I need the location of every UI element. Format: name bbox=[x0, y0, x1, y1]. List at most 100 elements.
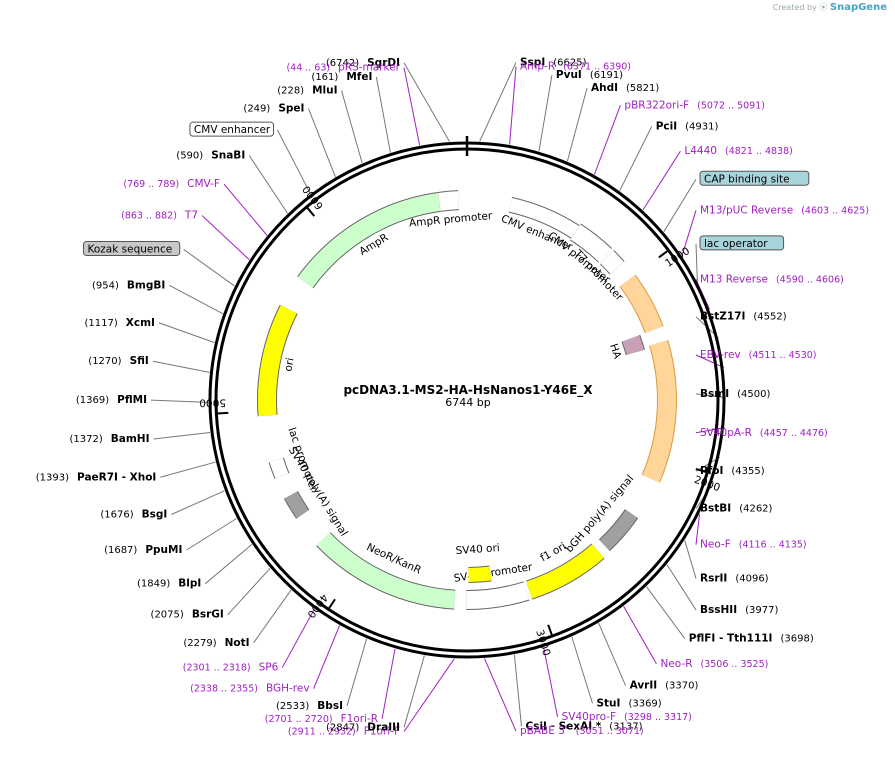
site-label-box-blue[interactable]: CAP binding site bbox=[699, 170, 810, 186]
site-label-primer[interactable]: Amp-R(6371 .. 6390) bbox=[520, 61, 631, 73]
site-name: SnaBI bbox=[211, 149, 245, 161]
feature-ms2[interactable] bbox=[620, 275, 663, 333]
site-label-box-gray[interactable]: Kozak sequence bbox=[83, 240, 181, 256]
site-label-enzyme[interactable]: (6742)SgrDI bbox=[326, 57, 400, 69]
site-text: (2338 .. 2355)BGH-rev bbox=[190, 683, 309, 695]
feature-lac-promoter[interactable] bbox=[269, 458, 289, 479]
site-label-primer[interactable]: (44 .. 63)pRS-marker bbox=[286, 62, 400, 74]
site-label-primer[interactable]: M13/pUC Reverse(4603 .. 4625) bbox=[700, 204, 869, 216]
site-label-enzyme[interactable]: BssHII(3977) bbox=[700, 604, 778, 616]
feature-cmv-enhancer[interactable] bbox=[508, 197, 580, 238]
site-label-enzyme[interactable]: (1270)SfiI bbox=[88, 355, 149, 367]
site-label-enzyme[interactable]: BstZ17I(4552) bbox=[700, 311, 787, 323]
site-position: (4552) bbox=[753, 312, 786, 323]
site-label-enzyme[interactable]: PvuI(6191) bbox=[556, 69, 623, 81]
site-label-primer[interactable]: (2338 .. 2355)BGH-rev bbox=[190, 683, 309, 695]
site-label-primer[interactable]: M13 Reverse(4590 .. 4606) bbox=[700, 273, 844, 285]
site-label-primer[interactable]: (2911 .. 2932)F1ori-F bbox=[288, 726, 400, 738]
feature-ampr-promoter[interactable] bbox=[438, 191, 460, 211]
snapgene-credit: Created by ⦿ SnapGene bbox=[773, 2, 887, 13]
site-label-primer[interactable]: EBV-rev(4511 .. 4530) bbox=[700, 349, 817, 361]
site-label-primer[interactable]: (2701 .. 2720)F1ori-R bbox=[265, 713, 378, 725]
leader-line bbox=[666, 564, 697, 611]
site-text: (1372)BamHI bbox=[70, 433, 150, 445]
site-label-enzyme[interactable]: StuI(3369) bbox=[596, 697, 661, 709]
site-label-enzyme[interactable]: (1369)PflMI bbox=[76, 394, 147, 406]
feature-hsnanos1[interactable] bbox=[642, 340, 676, 483]
feature-sv40-ori[interactable] bbox=[468, 566, 492, 582]
site-position: (1372) bbox=[70, 434, 103, 445]
site-label-primer[interactable]: pBABE 3'(3051 .. 3071) bbox=[520, 725, 644, 737]
site-label-box-blue[interactable]: lac operator bbox=[699, 235, 785, 251]
feature-name: lac operator bbox=[704, 238, 768, 250]
site-label-enzyme[interactable]: CsiI - SexAI *(3137) bbox=[525, 720, 642, 732]
site-label-enzyme[interactable]: PciI(4931) bbox=[656, 120, 719, 132]
feature-f1-ori[interactable] bbox=[526, 544, 604, 599]
site-position: (1393) bbox=[36, 472, 69, 483]
site-label-enzyme[interactable]: (1687)PpuMI bbox=[104, 544, 182, 556]
site-text: PfoI(4355) bbox=[700, 465, 765, 477]
site-label-enzyme[interactable]: (2279)NotI bbox=[183, 637, 249, 649]
site-label-enzyme[interactable]: SspI(6625) bbox=[520, 56, 587, 68]
site-label-enzyme[interactable]: (1393)PaeR7I - XhoI bbox=[36, 471, 157, 483]
site-position: (249) bbox=[243, 103, 270, 114]
site-text: (228)MluI bbox=[277, 85, 337, 97]
site-label-primer[interactable]: L4440(4821 .. 4838) bbox=[684, 145, 792, 157]
site-label-enzyme[interactable]: RsrII(4096) bbox=[700, 572, 769, 584]
site-label-enzyme[interactable]: (954)BmgBI bbox=[92, 279, 165, 291]
site-label-primer[interactable]: Neo-R(3506 .. 3525) bbox=[660, 658, 768, 670]
tick-mark bbox=[327, 598, 336, 610]
site-label-enzyme[interactable]: (1676)BsgI bbox=[100, 509, 167, 521]
site-label-enzyme[interactable]: (228)MluI bbox=[277, 85, 337, 97]
site-position: (4355) bbox=[731, 466, 764, 477]
site-name: CsiI - SexAI * bbox=[525, 720, 601, 732]
site-label-primer[interactable]: pBR322ori-F(5072 .. 5091) bbox=[624, 99, 765, 111]
site-label-box-white[interactable]: CMV enhancer bbox=[189, 121, 275, 137]
site-label-enzyme[interactable]: (2533)BbsI bbox=[276, 700, 343, 712]
site-label-primer[interactable]: SV40pro-F(3298 .. 3317) bbox=[562, 711, 692, 723]
site-label-enzyme[interactable]: AvrII(3370) bbox=[630, 680, 699, 692]
leader-line bbox=[403, 658, 455, 732]
leader-line bbox=[695, 514, 701, 545]
site-label-enzyme[interactable]: (249)SpeI bbox=[243, 102, 304, 114]
site-name: BsrGI bbox=[192, 609, 224, 621]
site-label-primer[interactable]: (863 .. 882)T7 bbox=[121, 210, 198, 222]
site-label-enzyme[interactable]: (2075)BsrGI bbox=[151, 609, 224, 621]
feature-ampr[interactable] bbox=[298, 193, 441, 288]
site-label-enzyme[interactable]: PfoI(4355) bbox=[700, 465, 765, 477]
site-label-enzyme[interactable]: (1117)XcmI bbox=[85, 317, 155, 329]
feature-cmv-promoter[interactable] bbox=[570, 224, 612, 262]
feature-bgh-poly-a-signal[interactable] bbox=[599, 509, 638, 551]
site-text: (1393)PaeR7I - XhoI bbox=[36, 471, 157, 483]
site-label-enzyme[interactable]: BsmI(4500) bbox=[700, 388, 770, 400]
leader-line bbox=[663, 179, 697, 232]
feature-sv40-poly-a-signal[interactable] bbox=[284, 491, 309, 519]
site-label-primer[interactable]: SV40pA-R(4457 .. 4476) bbox=[700, 427, 828, 439]
site-name: L4440 bbox=[684, 145, 717, 157]
site-text: Neo-F(4116 .. 4135) bbox=[700, 539, 807, 551]
site-label-primer[interactable]: Neo-F(4116 .. 4135) bbox=[700, 539, 807, 551]
site-label-enzyme[interactable]: (1849)BlpI bbox=[137, 578, 201, 590]
site-label-enzyme[interactable]: (2847)DraIII bbox=[326, 721, 400, 733]
feature-neor-kanr[interactable] bbox=[316, 532, 456, 609]
feature-sv40-promoter[interactable] bbox=[466, 582, 530, 609]
site-label-enzyme[interactable]: PflFI - Tth111I(3698) bbox=[689, 633, 814, 645]
feature-ori[interactable] bbox=[258, 305, 297, 417]
site-text: AvrII(3370) bbox=[630, 680, 699, 692]
site-position: (6742) bbox=[326, 58, 359, 69]
site-label-enzyme[interactable]: (590)SnaBI bbox=[176, 149, 245, 161]
site-label-enzyme[interactable]: AhdI(5821) bbox=[591, 82, 659, 94]
site-label-primer[interactable]: (769 .. 789)CMV-F bbox=[123, 178, 220, 190]
feature-ha[interactable] bbox=[622, 335, 645, 355]
feature-t7-promoter[interactable] bbox=[600, 250, 624, 274]
site-label-enzyme[interactable]: BstBI(4262) bbox=[700, 503, 773, 515]
site-label-primer[interactable]: (2301 .. 2318)SP6 bbox=[183, 662, 279, 674]
site-name: T7 bbox=[184, 210, 198, 222]
site-label-enzyme[interactable]: (1372)BamHI bbox=[70, 433, 150, 445]
site-name: PciI bbox=[656, 120, 677, 132]
leader-line bbox=[277, 129, 311, 194]
site-text: (590)SnaBI bbox=[176, 149, 245, 161]
leader-line bbox=[204, 543, 253, 585]
site-name: PvuI bbox=[556, 69, 582, 81]
site-label-enzyme[interactable]: (161)MfeI bbox=[311, 71, 372, 83]
